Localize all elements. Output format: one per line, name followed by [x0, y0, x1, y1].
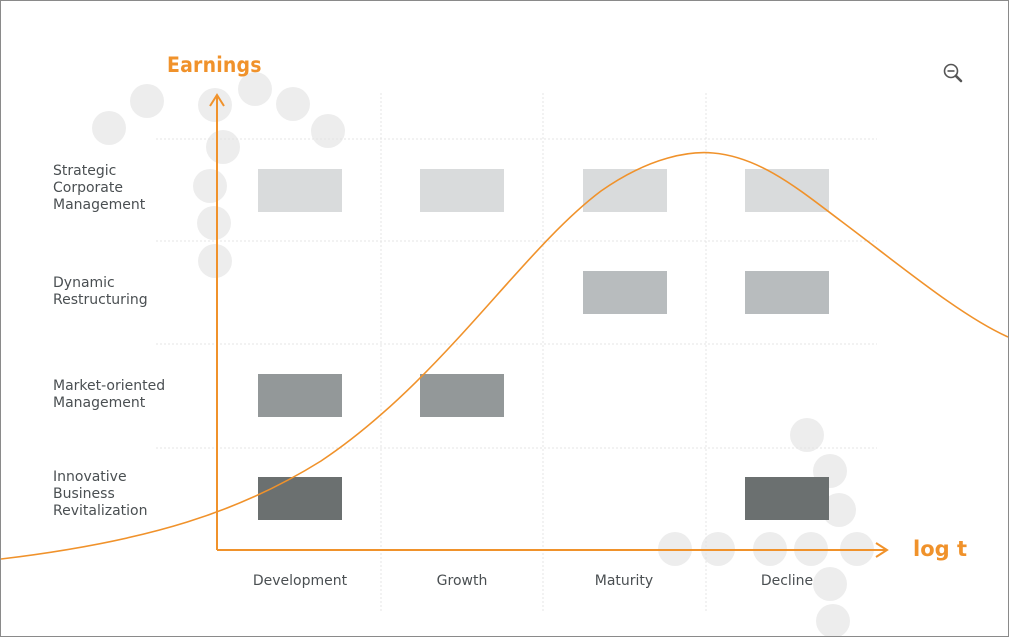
column-label-growth: Growth [436, 573, 488, 589]
row-label-dynamic: Dynamic Restructuring [53, 275, 148, 308]
column-label-development: Development [252, 573, 348, 589]
background-dot [822, 493, 856, 527]
background-dot [197, 206, 231, 240]
background-dot [790, 418, 824, 452]
background-dot [206, 130, 240, 164]
background-dot [238, 72, 272, 106]
background-dot [276, 87, 310, 121]
background-dot [198, 244, 232, 278]
zoom-out-button[interactable] [941, 61, 967, 87]
matrix-cell [745, 477, 829, 520]
x-axis-title: log t [913, 537, 968, 561]
background-dot [198, 88, 232, 122]
matrix-cell [745, 169, 829, 212]
row-label-strategic: Strategic Corporate Management [53, 163, 146, 213]
row-label-innovative: Innovative Business Revitalization [53, 469, 148, 519]
y-axis-title: Earnings [167, 53, 262, 77]
matrix-cell [258, 169, 342, 212]
background-dot [311, 114, 345, 148]
matrix-cell [258, 477, 342, 520]
background-dot [813, 567, 847, 601]
background-dot [130, 84, 164, 118]
background-dot [92, 111, 126, 145]
background-dot [193, 169, 227, 203]
background-dot [816, 604, 850, 636]
y-axis-arrow [209, 93, 225, 107]
matrix-cell [258, 374, 342, 417]
row-label-market: Market-oriented Management [53, 378, 166, 411]
column-label-decline: Decline [760, 573, 814, 589]
column-label-maturity: Maturity [594, 573, 654, 589]
x-axis-arrow [875, 542, 889, 558]
zoom-out-icon [943, 63, 963, 83]
matrix-cell [420, 374, 504, 417]
lifecycle-curve [1, 151, 1008, 560]
matrix-cell [420, 169, 504, 212]
matrix-cell [745, 271, 829, 314]
matrix-cell [583, 271, 667, 314]
